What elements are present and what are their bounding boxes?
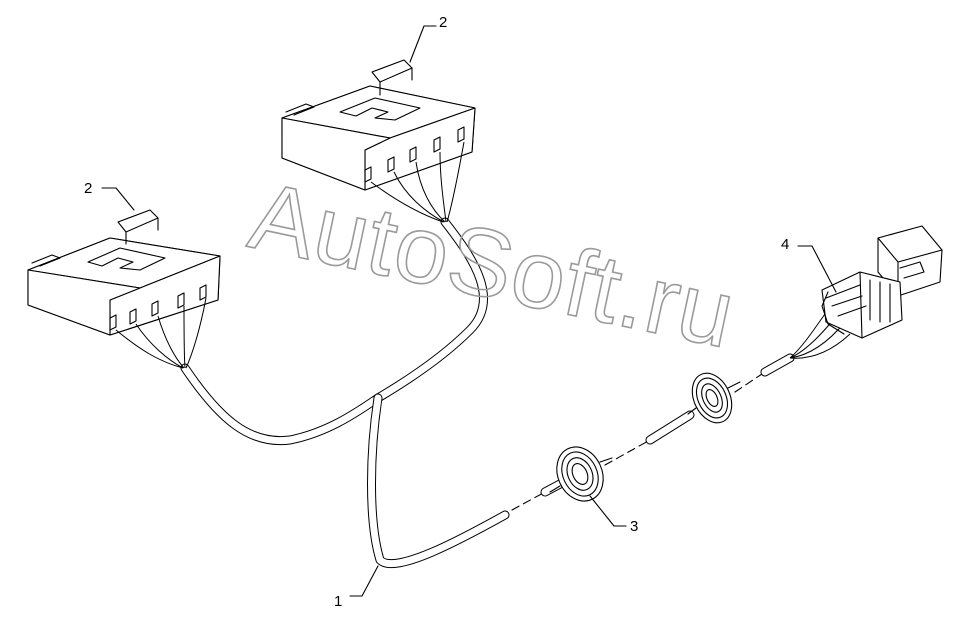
callout-3-label: 3 — [630, 518, 638, 535]
callout-3: 3 — [589, 495, 638, 535]
callout-2-left-label: 2 — [84, 180, 92, 197]
callout-2-left: 2 — [84, 180, 135, 211]
callout-2-upper: 2 — [409, 14, 447, 63]
upper-connector — [281, 59, 476, 223]
callout-4-label: 4 — [781, 236, 789, 253]
left-connector — [27, 209, 221, 369]
callout-4: 4 — [781, 236, 837, 293]
callout-1-label: 1 — [334, 593, 342, 610]
sealed-connector — [821, 225, 943, 339]
grommet-lower — [549, 446, 613, 502]
watermark: AutoSoft.ru — [241, 162, 744, 369]
harness-cable — [180, 217, 851, 569]
callout-2-upper-label: 2 — [439, 14, 447, 31]
grommet-upper — [687, 372, 741, 424]
callout-1: 1 — [334, 565, 379, 610]
